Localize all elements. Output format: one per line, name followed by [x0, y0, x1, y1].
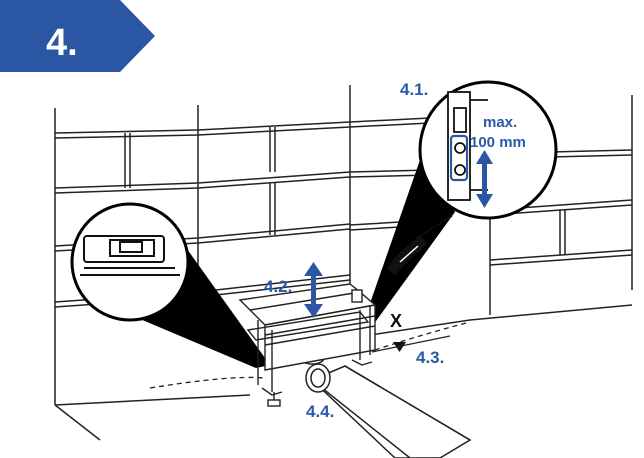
down-arrow-icon — [371, 335, 451, 353]
label-4-2: 4.2. — [264, 277, 292, 296]
spirit-level-icon — [80, 235, 180, 276]
step-number: 4. — [46, 22, 78, 64]
height-arrow-4-2 — [304, 262, 323, 318]
label-100mm: 100 mm — [470, 134, 526, 151]
label-4-1: 4.1. — [400, 80, 428, 99]
label-max: max. — [483, 114, 517, 131]
label-4-4: 4.4. — [306, 402, 334, 421]
height-adjust-detail — [418, 80, 558, 220]
spirit-level-detail — [70, 202, 190, 322]
up-down-arrow-icon — [476, 150, 493, 208]
floor-level-dashed-line — [149, 321, 471, 389]
screwdriver-icon — [386, 215, 453, 276]
label-4-3: 4.3. — [416, 348, 444, 367]
label-x: X — [390, 311, 402, 331]
step-badge: 4. — [0, 0, 155, 72]
